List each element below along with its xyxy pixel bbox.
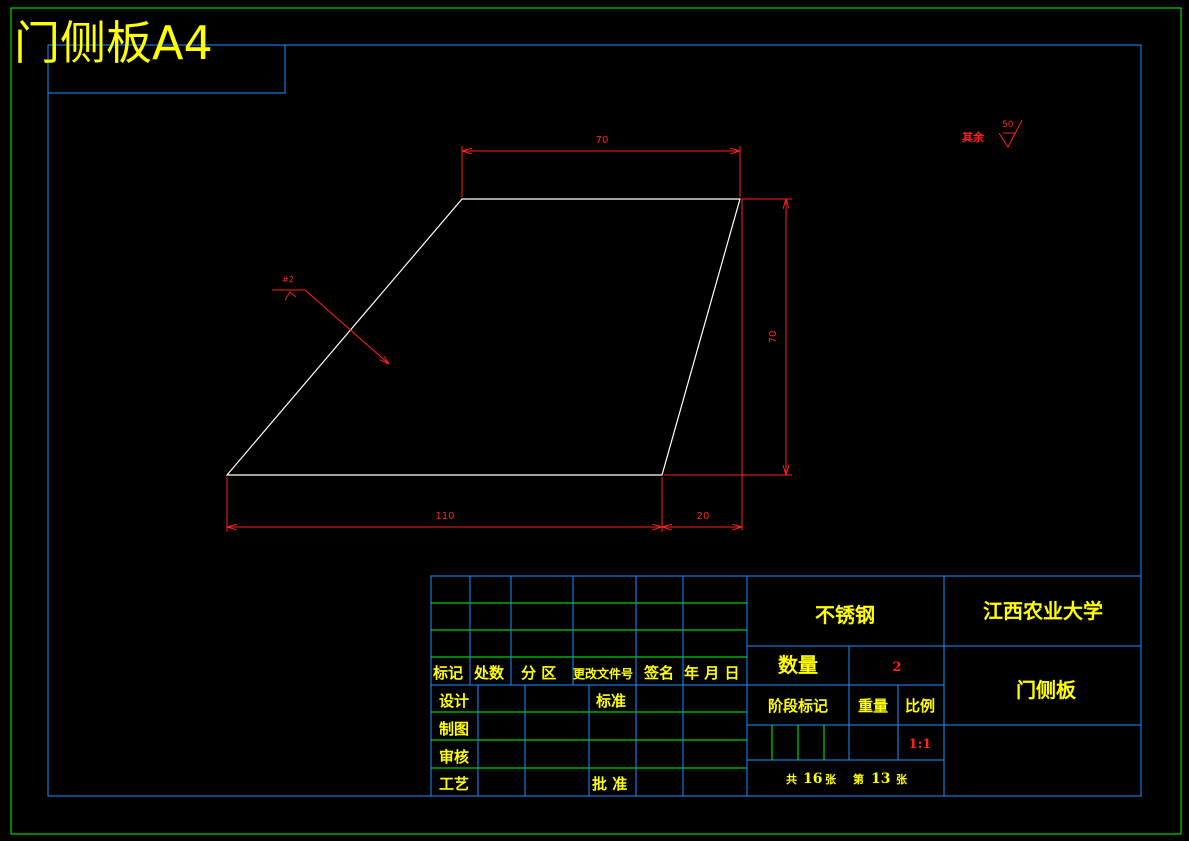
sheet-no-label: 第: [853, 772, 864, 786]
roughness-symbol: [998, 119, 1023, 148]
material-name: 不锈钢: [815, 603, 875, 627]
header-doc-no: 更改文件号: [573, 666, 633, 681]
header-zone: 分 区: [521, 664, 556, 682]
sheets-total: 16: [803, 771, 822, 787]
header-sign: 签名: [643, 664, 674, 682]
standard-label: 标准: [595, 692, 626, 710]
dimension-bottom-right-value: 20: [697, 511, 710, 522]
roughness-value: 50: [1002, 120, 1014, 130]
header-count: 处数: [473, 664, 505, 682]
sheet-no: 13: [871, 771, 890, 787]
approve-label: 批 准: [592, 775, 627, 793]
stage-label: 阶段标记: [768, 697, 828, 715]
title-block-lines: [430, 575, 1142, 797]
sheets-total-label: 共: [786, 772, 797, 786]
scale-label: 比例: [905, 697, 935, 715]
dimension-top-value: 70: [596, 135, 609, 146]
dimension-top: [461, 146, 741, 197]
outer-frame: [10, 7, 1182, 835]
weight-label: 重量: [858, 697, 888, 715]
weld-symbol-label: #2: [282, 275, 294, 284]
role-drafting: 制图: [439, 720, 469, 738]
dimension-bottom-left-value: 110: [435, 511, 454, 522]
role-process: 工艺: [439, 775, 469, 793]
sheets-unit-2: 张: [896, 772, 908, 786]
part-name: 门侧板: [1016, 678, 1077, 702]
sheet-title: 门侧板A4: [14, 16, 213, 70]
weld-leader: [272, 289, 389, 364]
title-tab-frame: [48, 45, 286, 94]
quantity-value: 2: [892, 660, 901, 675]
dimension-right: [664, 198, 792, 530]
sheets-unit-1: 张: [825, 772, 837, 786]
inner-frame: [47, 44, 1142, 797]
roughness-text: 其余: [962, 130, 985, 144]
role-review: 审核: [439, 748, 469, 766]
school-name: 江西农业大学: [983, 599, 1103, 623]
part-outline: [225, 198, 741, 476]
scale-value: 1:1: [909, 737, 932, 752]
dimension-bottom: [226, 477, 742, 532]
dimension-right-value: 70: [768, 331, 779, 344]
quantity-label: 数量: [778, 653, 818, 677]
role-design: 设计: [439, 692, 469, 710]
header-date: 年 月 日: [684, 664, 739, 682]
header-mark: 标记: [432, 664, 463, 682]
